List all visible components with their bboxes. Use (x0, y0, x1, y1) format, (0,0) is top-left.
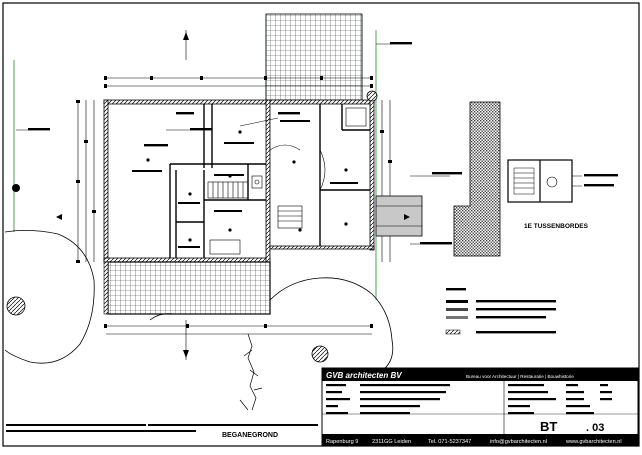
interior-walls (169, 104, 370, 258)
title-band-top (322, 368, 638, 381)
firm-address: Rapenburg 9 (326, 439, 358, 445)
sheet-border (2, 2, 640, 447)
firm-name: GVB architecten BV (326, 371, 402, 380)
adjacent-building (453, 101, 501, 257)
title-band-bottom (322, 434, 638, 446)
firm-tagline: Bureau voor Architectuur | Restauratie |… (466, 374, 574, 379)
sheet-info-rows (508, 384, 612, 415)
room-label-bars (132, 120, 358, 248)
firm-phone: Tel. 071-5237347 (428, 439, 471, 445)
stair-ground (207, 181, 249, 199)
garden-paving-top (265, 13, 363, 101)
detail-title: 1E TUSSENBORDES (524, 223, 589, 230)
sheet-number: . 03 (586, 422, 604, 434)
terrace-edge (103, 261, 109, 315)
fixtures (209, 107, 367, 255)
stair-hall (277, 205, 303, 229)
side-path (375, 195, 423, 237)
exterior-walls (103, 99, 375, 263)
leader-label-bars (28, 42, 462, 245)
general-notes (6, 424, 318, 432)
project-info-rows (326, 384, 450, 415)
firm-postcode: 2311GG Leiden (372, 439, 411, 445)
dimension-ticks (76, 76, 392, 328)
section-markers (56, 32, 410, 358)
root-lines (239, 333, 263, 411)
vegetation (4, 230, 394, 373)
floor-title: BEGANEGROND (222, 432, 278, 439)
terrace-paving (107, 261, 271, 315)
firm-email: info@gvbarchitecten.nl (490, 439, 547, 445)
detail-label-bars (584, 174, 618, 187)
detail-tussenbordes (507, 159, 582, 203)
sheet-code: BT (540, 419, 557, 434)
legend (445, 288, 556, 335)
tree-symbols (6, 90, 378, 363)
firm-website: www.gvbarchitecten.nl (565, 439, 622, 445)
